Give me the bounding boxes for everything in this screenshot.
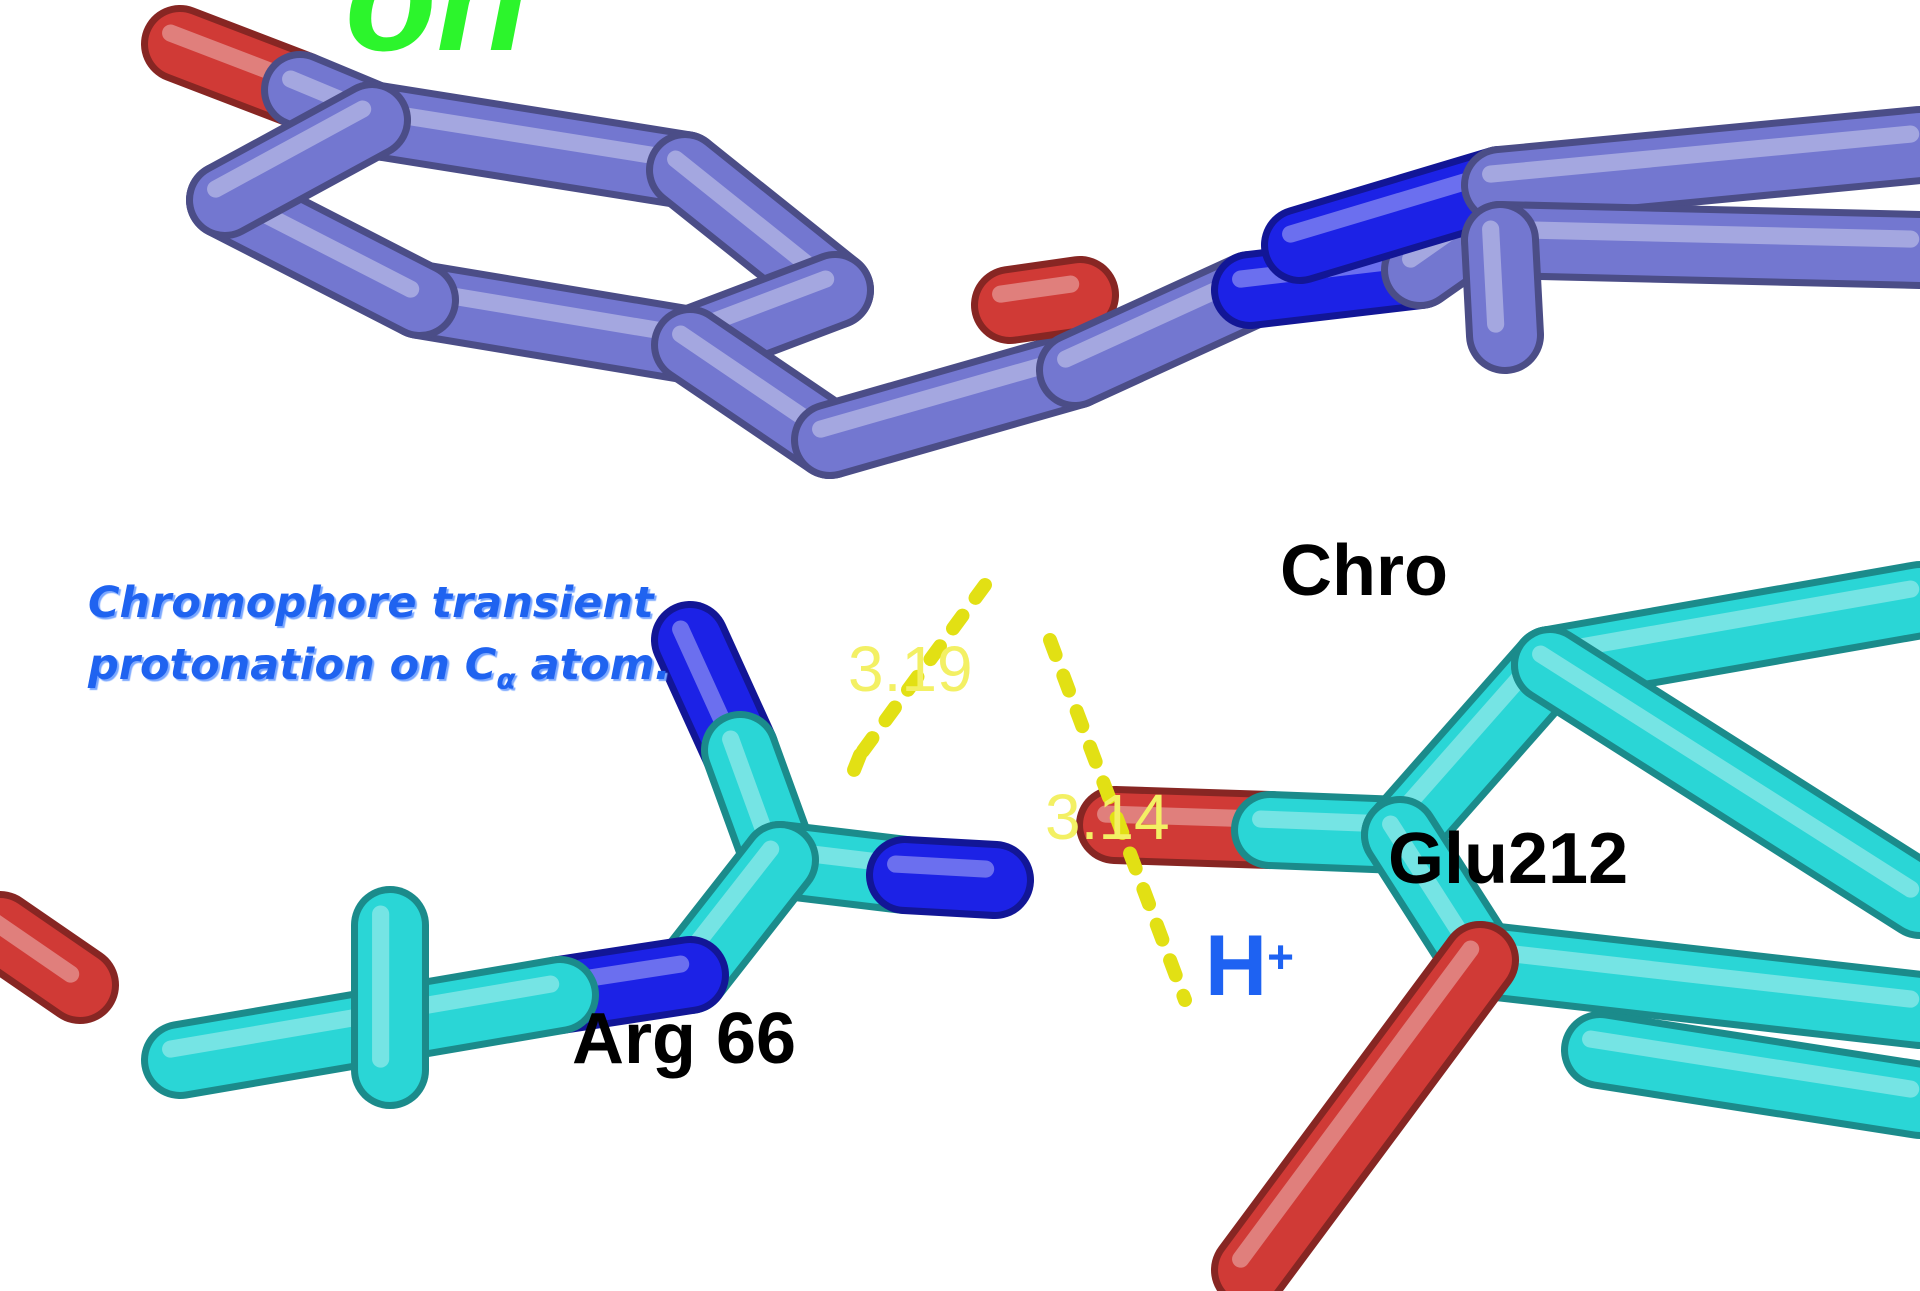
glu-chain-bond-6-body — [1568, 1018, 1920, 1132]
chro-ring-bond-bottom-body — [388, 268, 722, 377]
chro-ring-bond-right-highlight — [667, 150, 835, 288]
chro-carbonyl-oxygen-bond — [971, 256, 1119, 344]
chro-carbonyl-oxygen-bond-body — [978, 263, 1112, 337]
distance-label-2: 3.14 — [1045, 781, 1170, 853]
chro-tail-bond-2 — [1461, 201, 1920, 289]
left-oxygen-bond-highlight — [0, 915, 80, 983]
partial-title-text: on — [345, 0, 528, 85]
chro-ring-bond-upper-left — [186, 81, 411, 239]
bond-layer — [0, 5, 1920, 1291]
arg-nh2-bond-highlight — [887, 855, 995, 878]
protonation-note: Chromophore transient protonation on Cα … — [88, 572, 671, 711]
glu-chain-bond-2-highlight — [1532, 580, 1920, 663]
note-line-2-suffix: atom. — [515, 640, 671, 690]
chro-ring-bond-upper-left-body — [193, 88, 404, 232]
glu212-label: Glu212 — [1388, 819, 1629, 899]
chro-tail-bond-1-highlight — [1482, 125, 1920, 183]
chromophore-label: Chro — [1280, 531, 1448, 611]
hbond-layer — [843, 578, 1192, 1007]
chro-bridge-bond-2-highlight — [812, 350, 1075, 438]
note-line-1: Chromophore transient — [88, 578, 654, 628]
glu-lower-oxygen-bond-highlight — [1232, 940, 1480, 1268]
chro-bridge-bond-1-highlight — [672, 325, 830, 438]
chro-tail-bond-1 — [1461, 106, 1920, 224]
glu-chain-bond-5 — [1441, 921, 1920, 1049]
chro-imid-nitrogen-bond-2-highlight — [1282, 165, 1500, 243]
arg66-label: Arg 66 — [572, 999, 797, 1079]
chro-tail-bond-1-body — [1468, 113, 1920, 217]
chro-tail-bond-3 — [1461, 201, 1544, 374]
chro-tail-bond-2-highlight — [1482, 220, 1920, 248]
hbond-dash-1b — [843, 748, 867, 787]
proton-charge: + — [1267, 930, 1294, 983]
arg-nh2-bond — [866, 836, 1034, 919]
chro-tail-bond-3-body — [1468, 208, 1537, 367]
glu-chain-bond-6-highlight — [1582, 1030, 1920, 1098]
hbond-dash-2 — [1043, 633, 1192, 1007]
glu-chain-bond-5-highlight — [1462, 940, 1920, 1008]
distance-label-1: 3.19 — [848, 633, 973, 705]
glu-chain-bond-5-body — [1448, 928, 1920, 1042]
note-line-2-prefix: protonation on C — [88, 640, 497, 690]
glu-chain-bond-2-body — [1518, 568, 1920, 697]
chro-bridge-bond-2 — [791, 331, 1114, 479]
glu-lower-oxygen-bond — [1211, 921, 1519, 1291]
left-oxygen-bond — [0, 891, 119, 1024]
chro-bridge-bond-2-body — [798, 338, 1107, 472]
glu-chain-bond-6 — [1561, 1011, 1920, 1139]
glu-chain-bond-4-highlight — [1382, 815, 1480, 958]
chro-tail-bond-2-body — [1468, 208, 1920, 282]
chro-tail-bond-3-highlight — [1482, 220, 1505, 333]
chro-ring-bond-top — [333, 81, 724, 209]
chro-ring-bond-top-highlight — [354, 100, 685, 168]
arg-nh2-bond-body — [873, 843, 1027, 912]
hbond-dash-1 — [853, 578, 992, 762]
glu-chain-bond-2 — [1511, 561, 1920, 704]
proton-label: H+ — [1205, 917, 1294, 1016]
glu-chain-bond-3-highlight — [1532, 645, 1920, 898]
proton-symbol: H — [1205, 918, 1268, 1014]
glu-chain-bond-3 — [1511, 626, 1920, 939]
chro-ring-bond-top-body — [340, 88, 717, 202]
note-line-2: protonation on Cα atom. — [88, 634, 671, 711]
arg-chain-bond-2 — [351, 886, 429, 1109]
glu-lower-oxygen-bond-body — [1218, 928, 1512, 1291]
alpha-subscript: α — [496, 662, 516, 696]
chro-ring-bond-upper-left-highlight — [207, 100, 372, 198]
chro-carbonyl-oxygen-bond-highlight — [992, 275, 1080, 303]
